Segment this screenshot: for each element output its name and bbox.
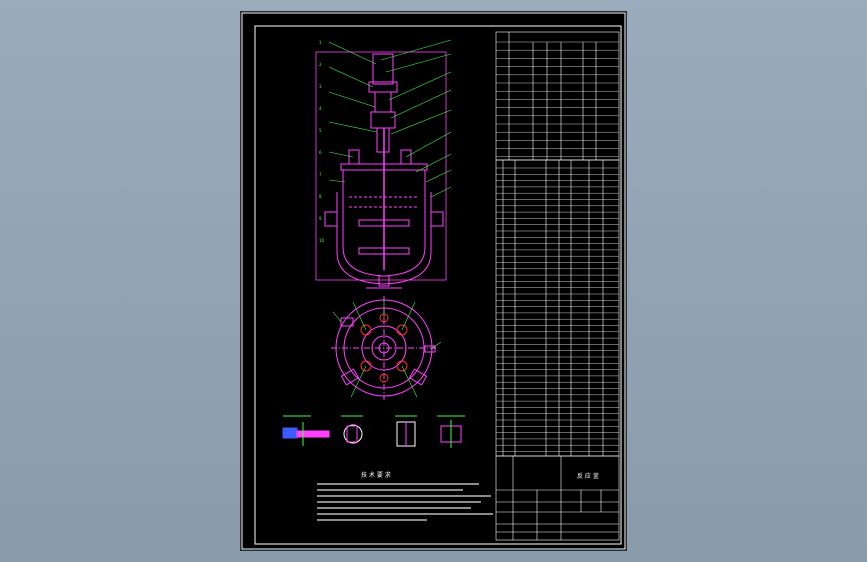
drawing-sheet[interactable]: 技 术 要 求 xyxy=(241,12,626,550)
callout-number: 8 xyxy=(319,194,322,199)
callout-number: 7 xyxy=(319,172,322,177)
design-table-frame xyxy=(495,31,620,161)
leader xyxy=(385,53,452,73)
callout-number: 9 xyxy=(319,216,322,221)
leader xyxy=(328,121,378,133)
leader xyxy=(328,91,376,108)
reducer xyxy=(374,91,392,113)
impeller-lower xyxy=(358,247,410,255)
coil xyxy=(349,196,419,208)
seal xyxy=(376,127,390,153)
callout-numbers: 1 2 3 4 5 6 7 8 9 10 xyxy=(319,40,325,243)
motor xyxy=(372,53,394,85)
callout-number: 6 xyxy=(319,150,322,155)
plan-lug xyxy=(408,368,428,386)
design-table-rows xyxy=(496,41,619,158)
leader xyxy=(425,169,452,183)
title-block xyxy=(495,455,620,541)
detail-a-bar xyxy=(296,430,330,438)
leader xyxy=(352,301,367,331)
leader xyxy=(328,179,346,183)
leader-lines-plan xyxy=(332,300,442,398)
lug-right xyxy=(430,211,444,227)
outer-border xyxy=(241,12,626,550)
callout-number: 4 xyxy=(319,106,322,111)
leader xyxy=(332,311,342,323)
plan-nozzle xyxy=(396,324,408,336)
elevation-view xyxy=(315,51,447,289)
plan-nozzle-side xyxy=(424,345,436,353)
technical-notes: 技 术 要 求 xyxy=(317,471,493,521)
leader xyxy=(390,109,452,135)
lug-left xyxy=(324,211,338,227)
design-data-table xyxy=(495,31,620,161)
leader xyxy=(350,365,367,398)
callout-number: 5 xyxy=(319,128,322,133)
leader xyxy=(388,71,452,101)
cad-drawing: 技 术 要 求 xyxy=(241,12,626,550)
leader xyxy=(401,301,416,331)
title-block-heading: 反 应 釜 xyxy=(577,472,599,480)
notes-text-lines xyxy=(317,483,493,521)
detail-views xyxy=(282,415,465,448)
impeller-upper xyxy=(358,219,410,227)
frame-support xyxy=(370,111,396,129)
callout-number: 10 xyxy=(319,238,325,243)
callout-number: 2 xyxy=(319,62,322,67)
leader xyxy=(415,153,452,173)
leader xyxy=(430,341,442,350)
leader xyxy=(380,39,452,61)
title-block-frame xyxy=(495,455,620,541)
plan-lug xyxy=(340,368,360,386)
detail-b-circle xyxy=(343,424,363,444)
nozzle-1 xyxy=(348,149,360,165)
callout-number: 1 xyxy=(319,40,322,45)
leader xyxy=(390,89,452,119)
inner-border xyxy=(254,25,622,545)
leader xyxy=(328,66,374,88)
notes-heading: 技 术 要 求 xyxy=(361,471,391,479)
detail-b-part xyxy=(346,425,358,443)
dimension-frame xyxy=(315,51,447,281)
plan-nozzle xyxy=(360,360,372,372)
leader xyxy=(430,186,452,198)
bottom-outlet xyxy=(378,275,390,287)
parts-table-rows xyxy=(496,167,619,452)
parts-list-table xyxy=(495,159,620,457)
leader xyxy=(328,41,377,65)
plan-nozzle xyxy=(396,360,408,372)
callout-number: 3 xyxy=(319,84,322,89)
leader xyxy=(405,131,452,158)
detail-a-part xyxy=(282,427,298,439)
jacket xyxy=(336,192,432,285)
plan-nozzle xyxy=(360,324,372,336)
leader xyxy=(328,151,354,158)
leader-lines-elevation xyxy=(328,39,452,198)
parts-table-frame xyxy=(495,159,620,457)
leader xyxy=(401,365,418,398)
